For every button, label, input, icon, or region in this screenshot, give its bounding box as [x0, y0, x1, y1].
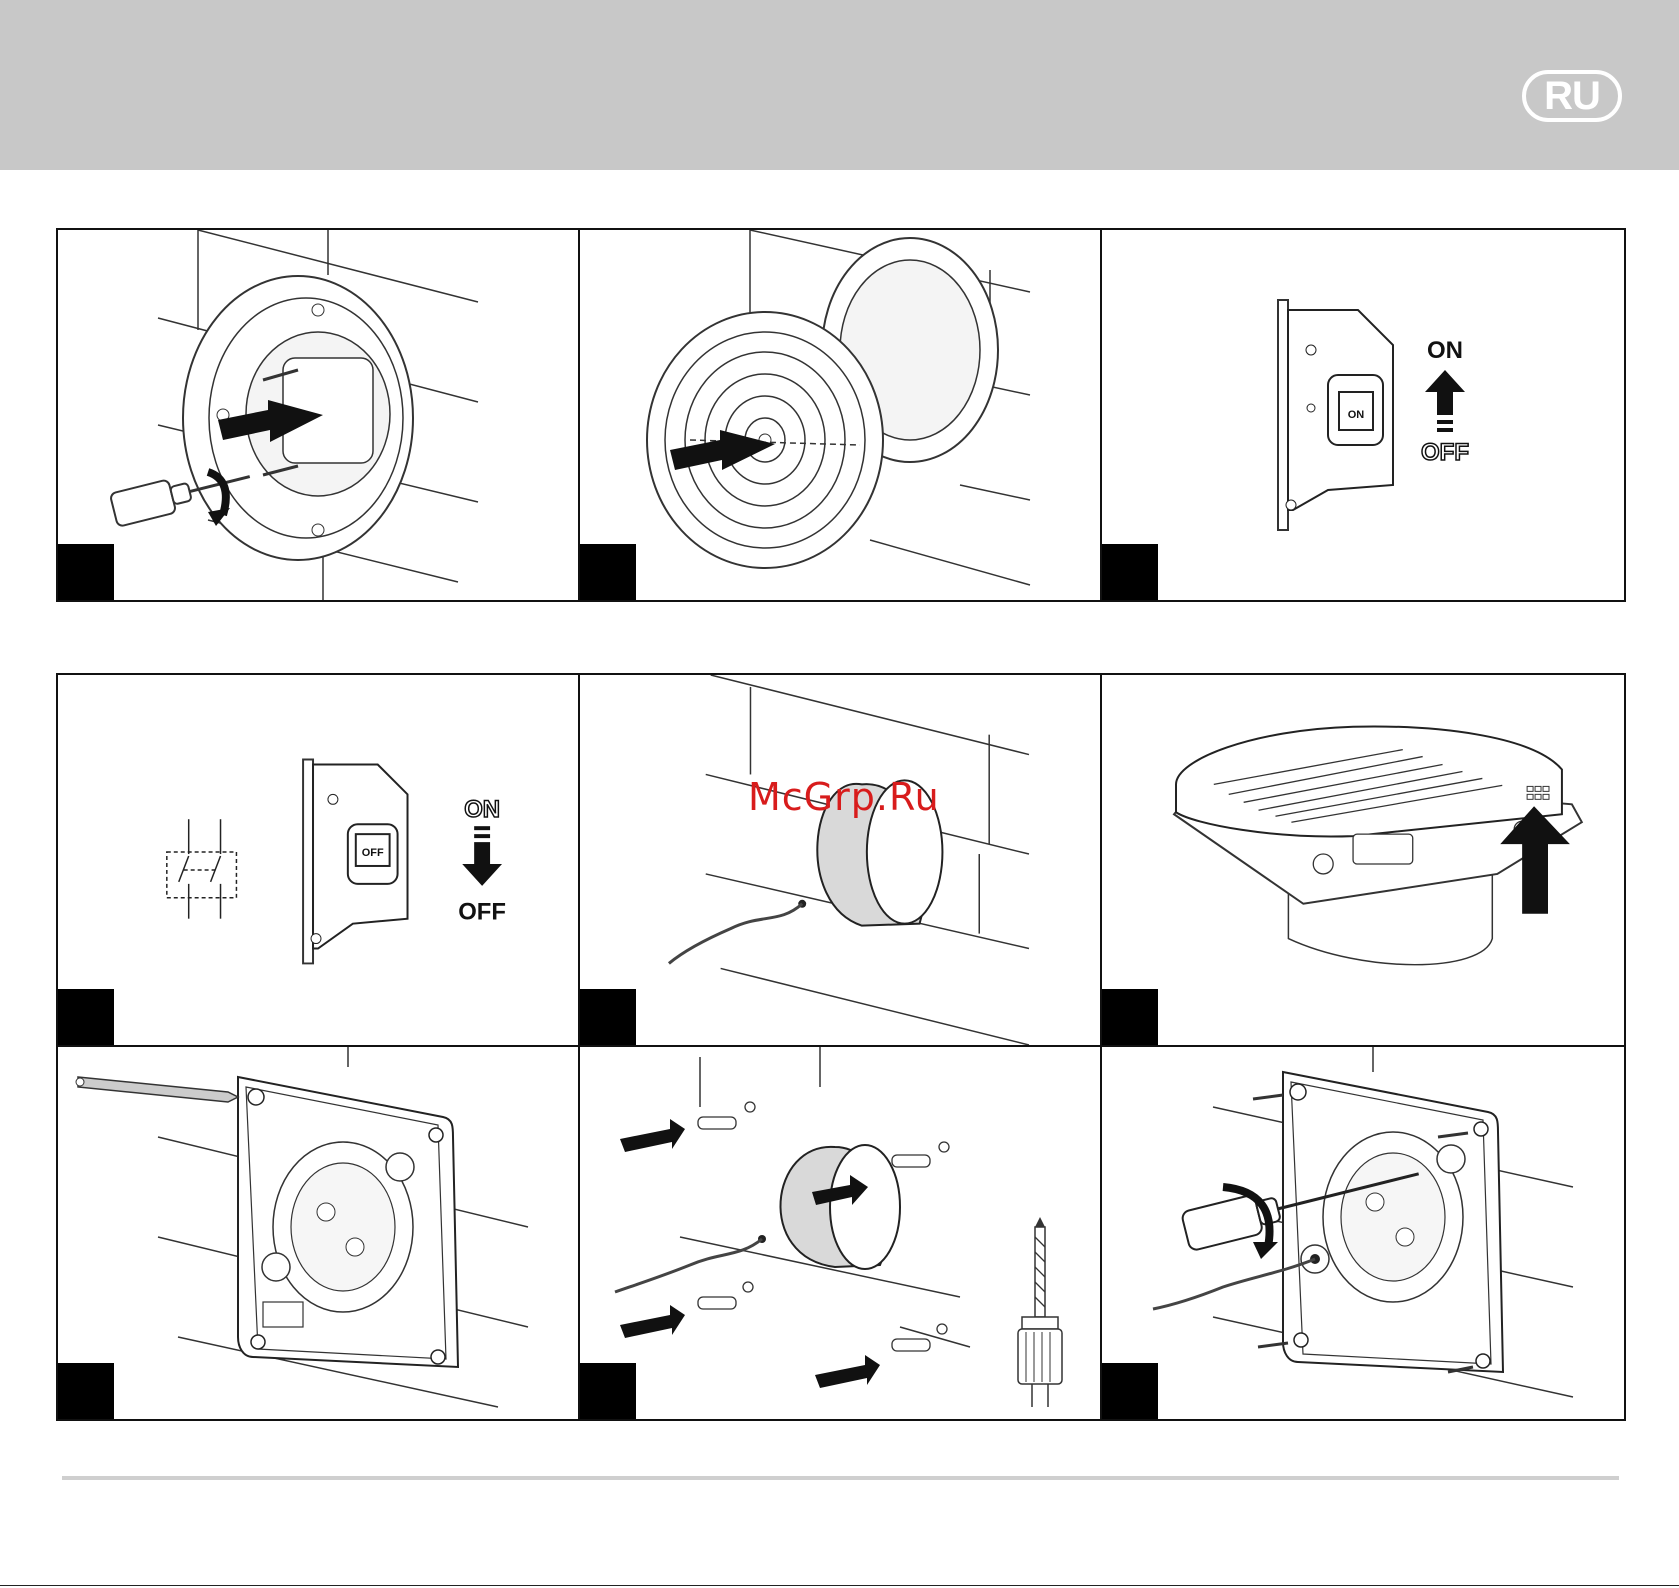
base-plate-screwing-illustration [1102, 1047, 1624, 1419]
panel-step-6 [1102, 675, 1624, 1047]
language-badge: RU [1522, 70, 1622, 122]
switch-bottom-label: OFF [1421, 439, 1469, 466]
grille-insert-illustration [580, 230, 1100, 600]
step-number-box [580, 544, 636, 600]
step-number-box [580, 989, 636, 1045]
watermark-text: McGrp.Ru [748, 775, 940, 819]
marking-holes-illustration [58, 1047, 578, 1419]
circuit-diagram [167, 819, 237, 918]
header-band [0, 0, 1679, 170]
panel-step-9 [1102, 1047, 1624, 1419]
panel-step-3: ON ON OFF [1102, 230, 1624, 600]
instruction-row-top: ON ON OFF [56, 228, 1626, 602]
step-number-box [1102, 1363, 1158, 1419]
panel-step-5 [580, 675, 1102, 1047]
footer-divider [62, 1476, 1619, 1480]
breaker-off-illustration: OFF ON OFF [58, 675, 578, 1045]
switch-top-label: ON [464, 796, 500, 823]
motor-fastening-illustration [58, 230, 578, 600]
step-number-box [58, 544, 114, 600]
panel-step-8 [580, 1047, 1102, 1419]
drill-bit-icon [1018, 1217, 1062, 1407]
step-number-box [1102, 544, 1158, 600]
breaker-handle-label: OFF [362, 847, 384, 859]
step-number-box [58, 989, 114, 1045]
breaker-on-illustration: ON ON OFF [1102, 230, 1624, 600]
wall-opening-illustration [580, 675, 1100, 1045]
panel-step-2 [580, 230, 1102, 600]
cover-removal-illustration [1102, 675, 1624, 1045]
step-number-box [1102, 989, 1158, 1045]
page-bottom-rule [0, 1585, 1679, 1586]
panel-step-4: OFF ON OFF [58, 675, 580, 1047]
panel-step-1 [58, 230, 580, 600]
panel-step-7 [58, 1047, 580, 1419]
switch-top-label: ON [1427, 337, 1463, 364]
wall-plugs-illustration [580, 1047, 1100, 1419]
breaker-handle-label: ON [1348, 409, 1365, 421]
switch-bottom-label: OFF [458, 899, 506, 926]
step-number-box [58, 1363, 114, 1419]
step-number-box [580, 1363, 636, 1419]
